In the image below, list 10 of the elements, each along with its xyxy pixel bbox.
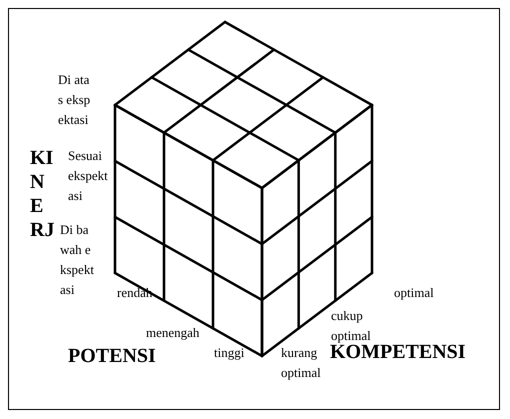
competency-level-label: optimal xyxy=(394,284,435,302)
performance-level-label: Sesuai ekspektasi xyxy=(68,147,108,205)
performance-level-label: Di bawah ekspektasi xyxy=(60,221,95,299)
axis-title: POTENSI xyxy=(68,344,157,368)
competency-level-label: cukup optimal xyxy=(331,307,372,344)
performance-level-label: Di atas ekspektasi xyxy=(58,71,92,129)
competency-level-label: kurang optimal xyxy=(281,344,322,382)
potential-level-label: menengah xyxy=(146,324,200,342)
potential-level-label: tinggi xyxy=(214,344,246,362)
axis-title: KINERJ xyxy=(30,146,55,242)
